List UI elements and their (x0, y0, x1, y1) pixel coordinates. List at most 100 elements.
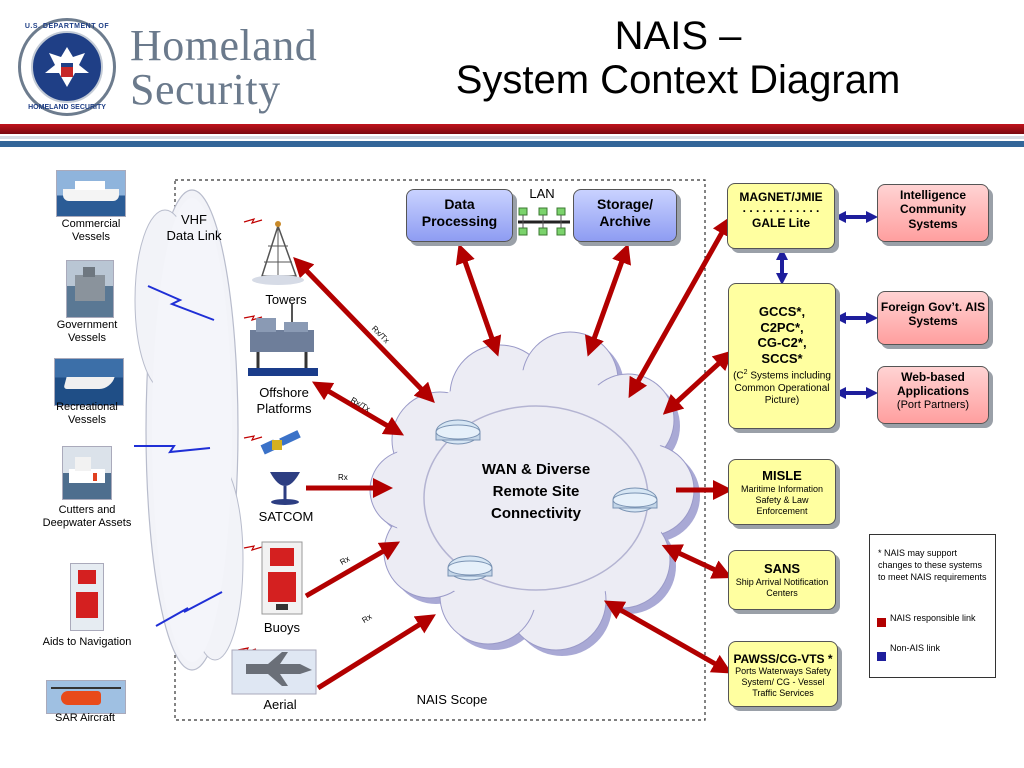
nais-scope-boundary (174, 179, 706, 721)
pawss-title: PAWSS/CG-VTS * (733, 652, 833, 666)
legend-note: * NAIS may support changes to these syst… (878, 548, 987, 582)
storage-archive-label: Storage/ Archive (596, 196, 653, 229)
data-processing-box: Data Processing (406, 189, 513, 242)
wan-label: WAN & Diverse Remote Site Connectivity (481, 461, 591, 522)
brand-line-2: Security (130, 65, 281, 114)
router-icon-1 (435, 419, 481, 445)
storage-archive-box: Storage/ Archive (573, 189, 677, 242)
navy-ship-photo (66, 260, 114, 318)
gale-lite-label: GALE Lite (751, 216, 810, 231)
sans-detail: Ship Arrival Notification Centers (735, 576, 829, 598)
source-label-sar: SAR Aircraft (55, 712, 115, 724)
gccs-line-2: C2PC*, (760, 319, 804, 335)
source-label-commercial: Commercial Vessels (61, 218, 121, 243)
web-apps-detail: (Port Partners) (896, 398, 970, 411)
legend-red-label: NAIS responsible link (890, 613, 976, 623)
page-title: NAIS – System Context Diagram (398, 14, 958, 102)
vhf-cloud (134, 189, 244, 671)
platforms-label: Offshore Platforms (256, 385, 312, 416)
seal-bottom-text: HOMELAND SECURITY (28, 104, 106, 111)
satcom-label: SATCOM (258, 509, 314, 524)
source-label-aids: Aids to Navigation (42, 636, 132, 648)
seal-eagle-emblem (31, 31, 103, 103)
router-icon-3 (447, 555, 493, 581)
lan-label: LAN (529, 186, 555, 201)
nais-scope-label: NAIS Scope (416, 692, 488, 707)
sans-box: SANS Ship Arrival Notification Centers (728, 550, 836, 610)
title-line-2: System Context Diagram (455, 58, 901, 102)
link-wan-sans (661, 544, 733, 579)
buoys-label: Buoys (263, 620, 301, 635)
vhf-data-link-label: VHF Data Link (166, 212, 222, 243)
magnet-title: MAGNET/JMIE (739, 190, 823, 204)
satcom-signal-mark (243, 435, 263, 441)
magnet-divider-dots: . . . . . . . . . . . . (742, 201, 820, 216)
legend-box: * NAIS may support changes to these syst… (869, 534, 996, 678)
towers-label: Towers (265, 292, 307, 307)
link-aerial-wan (316, 614, 436, 691)
link-buoys-wan (304, 541, 401, 599)
seal-top-text: U.S. DEPARTMENT OF (24, 23, 110, 30)
legend-blue-swatch (877, 652, 886, 661)
title-line-1: NAIS – (614, 14, 742, 58)
vhf-bolt-2 (134, 445, 211, 454)
helicopter-photo (46, 680, 126, 714)
web-apps-title: Web-based Applications (896, 370, 969, 399)
source-label-recreational: Recreational Vessels (56, 401, 118, 426)
dhs-seal: U.S. DEPARTMENT OF HOMELAND SECURITY (18, 18, 116, 116)
vhf-bolt-3 (155, 591, 223, 627)
aerial-label: Aerial (263, 697, 297, 712)
lan-switch-icons (518, 207, 566, 236)
vhf-bolt-1 (147, 285, 215, 321)
legend-blue-label: Non-AIS link (890, 643, 941, 653)
yacht-photo (54, 358, 124, 406)
foreign-label: Foreign Gov’t. AIS Systems (880, 300, 986, 329)
gccs-line-1: GCCS*, (758, 304, 806, 319)
link-label-satcom: Rx (338, 473, 348, 482)
data-processing-label: Data Processing (421, 196, 498, 229)
magnet-jmie-box: MAGNET/JMIE . . . . . . . . . . . . GALE… (727, 183, 835, 249)
buoy-signal-mark (243, 545, 263, 551)
title-divider-gap (0, 136, 1024, 139)
oil-platform-icon (248, 304, 318, 376)
link-gccs-wan (662, 350, 734, 415)
misle-box: MISLE Maritime Information Safety & Law … (728, 459, 836, 525)
foreign-gov-box: Foreign Gov’t. AIS Systems (877, 291, 989, 345)
buoy-icon (261, 541, 303, 615)
legend-note-star: * (878, 548, 882, 558)
router-icon-2 (612, 487, 658, 513)
cutter-photo (62, 446, 112, 500)
link-wan-pawss (603, 600, 733, 674)
link-magnet-wan (628, 215, 732, 399)
gccs-line-3: CG-C2*, (757, 335, 807, 351)
tower-signal-mark (243, 218, 263, 224)
pawss-box: PAWSS/CG-VTS * Ports Waterways Safety Sy… (728, 641, 838, 707)
web-apps-box: Web-based Applications (Port Partners) (877, 366, 989, 424)
intelligence-community-box: Intelligence Community Systems (877, 184, 989, 242)
sans-title: SANS (763, 561, 801, 576)
title-divider-red (0, 124, 1024, 134)
uav-aircraft-icon (231, 649, 317, 695)
pawss-detail: Ports Waterways Safety System/ CG - Vess… (735, 666, 831, 699)
source-label-government: Government Vessels (56, 319, 118, 344)
gccs-box: GCCS*, C2PC*, CG-C2*, SCCS* (C2 Systems … (728, 283, 836, 429)
gccs-line-4: SCCS* (761, 350, 803, 366)
link-storage-wan (584, 243, 632, 357)
intelligence-label: Intelligence Community Systems (899, 188, 967, 231)
gccs-detail: (C2 Systems including Common Operational… (733, 369, 831, 406)
cruise-ship-photo (56, 170, 126, 217)
eagle-icon (45, 47, 89, 87)
misle-detail: Maritime Information Safety & Law Enforc… (740, 483, 824, 516)
radio-tower-icon (252, 221, 304, 285)
link-processing-wan (455, 243, 502, 357)
brand-line-1: Homeland (130, 21, 318, 70)
satellite-dish-icon (260, 430, 301, 505)
legend-red-swatch (877, 618, 886, 627)
source-label-cutters: Cutters and Deepwater Assets (42, 504, 132, 529)
misle-title: MISLE (762, 468, 802, 483)
link-platforms-wan (311, 381, 405, 436)
title-divider-blue (0, 141, 1024, 147)
buoy-photo (70, 563, 104, 631)
link-towers-wan (293, 256, 435, 404)
